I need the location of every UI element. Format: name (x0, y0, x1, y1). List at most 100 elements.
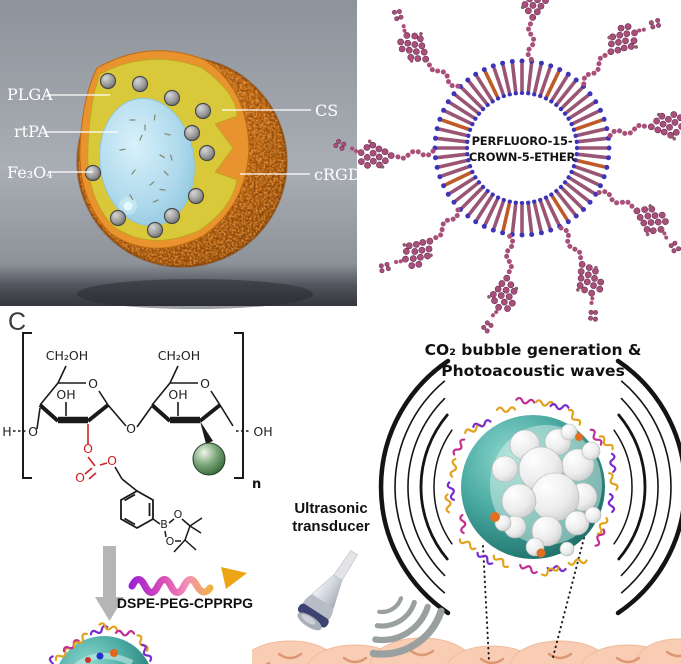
ring-o-1: O (88, 376, 98, 391)
lipid-head-outer (587, 91, 593, 97)
lipid-head-inner (571, 127, 577, 132)
label-fe3o4: Fe₃O₄ (7, 163, 53, 182)
lipid-head-outer (441, 107, 447, 113)
lipid-head-outer (445, 99, 451, 105)
rtpa-strand (153, 114, 156, 121)
lipid-rod (556, 80, 577, 105)
lipid-head-outer (529, 232, 535, 237)
bubble-nanoparticle (444, 396, 620, 578)
bracket-left (22, 332, 32, 479)
fe3o4-dot (194, 102, 212, 120)
lipid-rod (438, 159, 468, 169)
lipid-rod (492, 66, 505, 96)
repeat-n: n (252, 477, 261, 492)
lipid-head-outer (604, 164, 610, 170)
lipid-rod (574, 165, 604, 178)
surface-squiggle (549, 402, 570, 412)
fe3o4-dot (183, 124, 201, 142)
lipid-head-inner (507, 199, 512, 204)
lipid-rod (568, 176, 595, 195)
lipid-head-outer (593, 99, 599, 105)
boronate-o-1: O (174, 508, 183, 521)
fe3o4-dot (109, 209, 127, 227)
lipid-rod (532, 202, 543, 232)
peg-chain (376, 199, 469, 290)
o-glycosidic: O (126, 421, 136, 436)
lipid-head-inner (513, 91, 518, 96)
tissue-fold-line (547, 652, 573, 660)
lipid-head-outer (519, 232, 525, 238)
co2-bubble (581, 441, 601, 461)
lipid-rod (483, 70, 499, 98)
atom-ch2oh-2: CH₂OH (158, 348, 200, 363)
peg-chain (481, 234, 525, 336)
lipid-head-inner (571, 164, 577, 169)
lipid-head-inner (470, 169, 475, 175)
fe3o4-dot (163, 89, 181, 107)
lipid-rod (565, 182, 590, 203)
lipid-head-inner (473, 175, 478, 180)
lipid-head-inner (573, 158, 578, 163)
surface-squiggle (46, 654, 56, 664)
rtpa-strand (152, 199, 159, 203)
leader-lines (46, 94, 311, 175)
panel-d-title-1: CO₂ bubble generation & (425, 341, 642, 359)
mini-dot-orange (110, 649, 118, 657)
lipid-head-outer (434, 126, 440, 132)
fe3o4-dot (84, 164, 102, 182)
acoustic-arc-right (615, 358, 681, 616)
oh-end: OH (253, 424, 272, 439)
rtpa-strand (139, 134, 143, 141)
surface-squiggle (445, 480, 458, 502)
red-o-1: O (83, 441, 93, 456)
lipid-rod (550, 194, 569, 221)
panel-d-photoacoustic: CO₂ bubble generation & Photoacoustic wa… (252, 341, 681, 664)
lipid-rod (460, 86, 484, 110)
lipid-rod (444, 171, 473, 187)
peg-chain (376, 6, 469, 97)
peptide-wavy-arrow (128, 576, 214, 596)
co2-bubble (584, 506, 602, 524)
lipid-head-inner (566, 175, 571, 180)
lipid-rod (526, 203, 534, 234)
lipid-head-outer (437, 174, 443, 180)
acoustic-arc-left (394, 380, 446, 594)
micelle-core (469, 95, 575, 201)
lipid-head-outer (557, 67, 563, 73)
fe3o4-dot (131, 75, 149, 93)
lipid-head-inner (513, 200, 518, 205)
co2-bubble (531, 515, 563, 547)
benzyl-ch2-2 (121, 478, 138, 492)
lipid-head-inner (467, 164, 473, 169)
sphere-shadow (77, 279, 313, 309)
red-o-2: O (75, 470, 85, 485)
bracket-right (234, 332, 244, 479)
lipid-rod (556, 191, 577, 216)
lipid-head-outer (538, 60, 544, 66)
lipid-rod (577, 136, 608, 144)
acoustic-arc-left (433, 429, 453, 545)
o-left: O (28, 424, 38, 439)
lipid-rod (539, 200, 552, 230)
lipid-head-inner (476, 111, 482, 116)
probe-tip-highlight (301, 614, 316, 625)
lipid-head-outer (481, 67, 487, 73)
lipid-rod (571, 109, 600, 125)
mini-dot-blue (96, 652, 104, 660)
surface-squiggle (514, 396, 536, 406)
lipid-head-inner (532, 92, 537, 97)
lipid-rod (576, 159, 606, 169)
oh-2: OH (168, 387, 187, 402)
lipid-rod (526, 62, 534, 93)
lipid-head-outer (565, 219, 571, 225)
lipid-head-inner (480, 106, 486, 112)
orange-particle (490, 512, 500, 522)
rtpa-strand (159, 154, 165, 159)
ultrasound-probe-icon (297, 550, 358, 631)
peg-chain (608, 107, 681, 151)
lipid-head-inner (485, 102, 490, 108)
fe3o4-dot (198, 144, 216, 162)
lipid-rod (492, 200, 505, 230)
lipid-rod (532, 64, 543, 94)
